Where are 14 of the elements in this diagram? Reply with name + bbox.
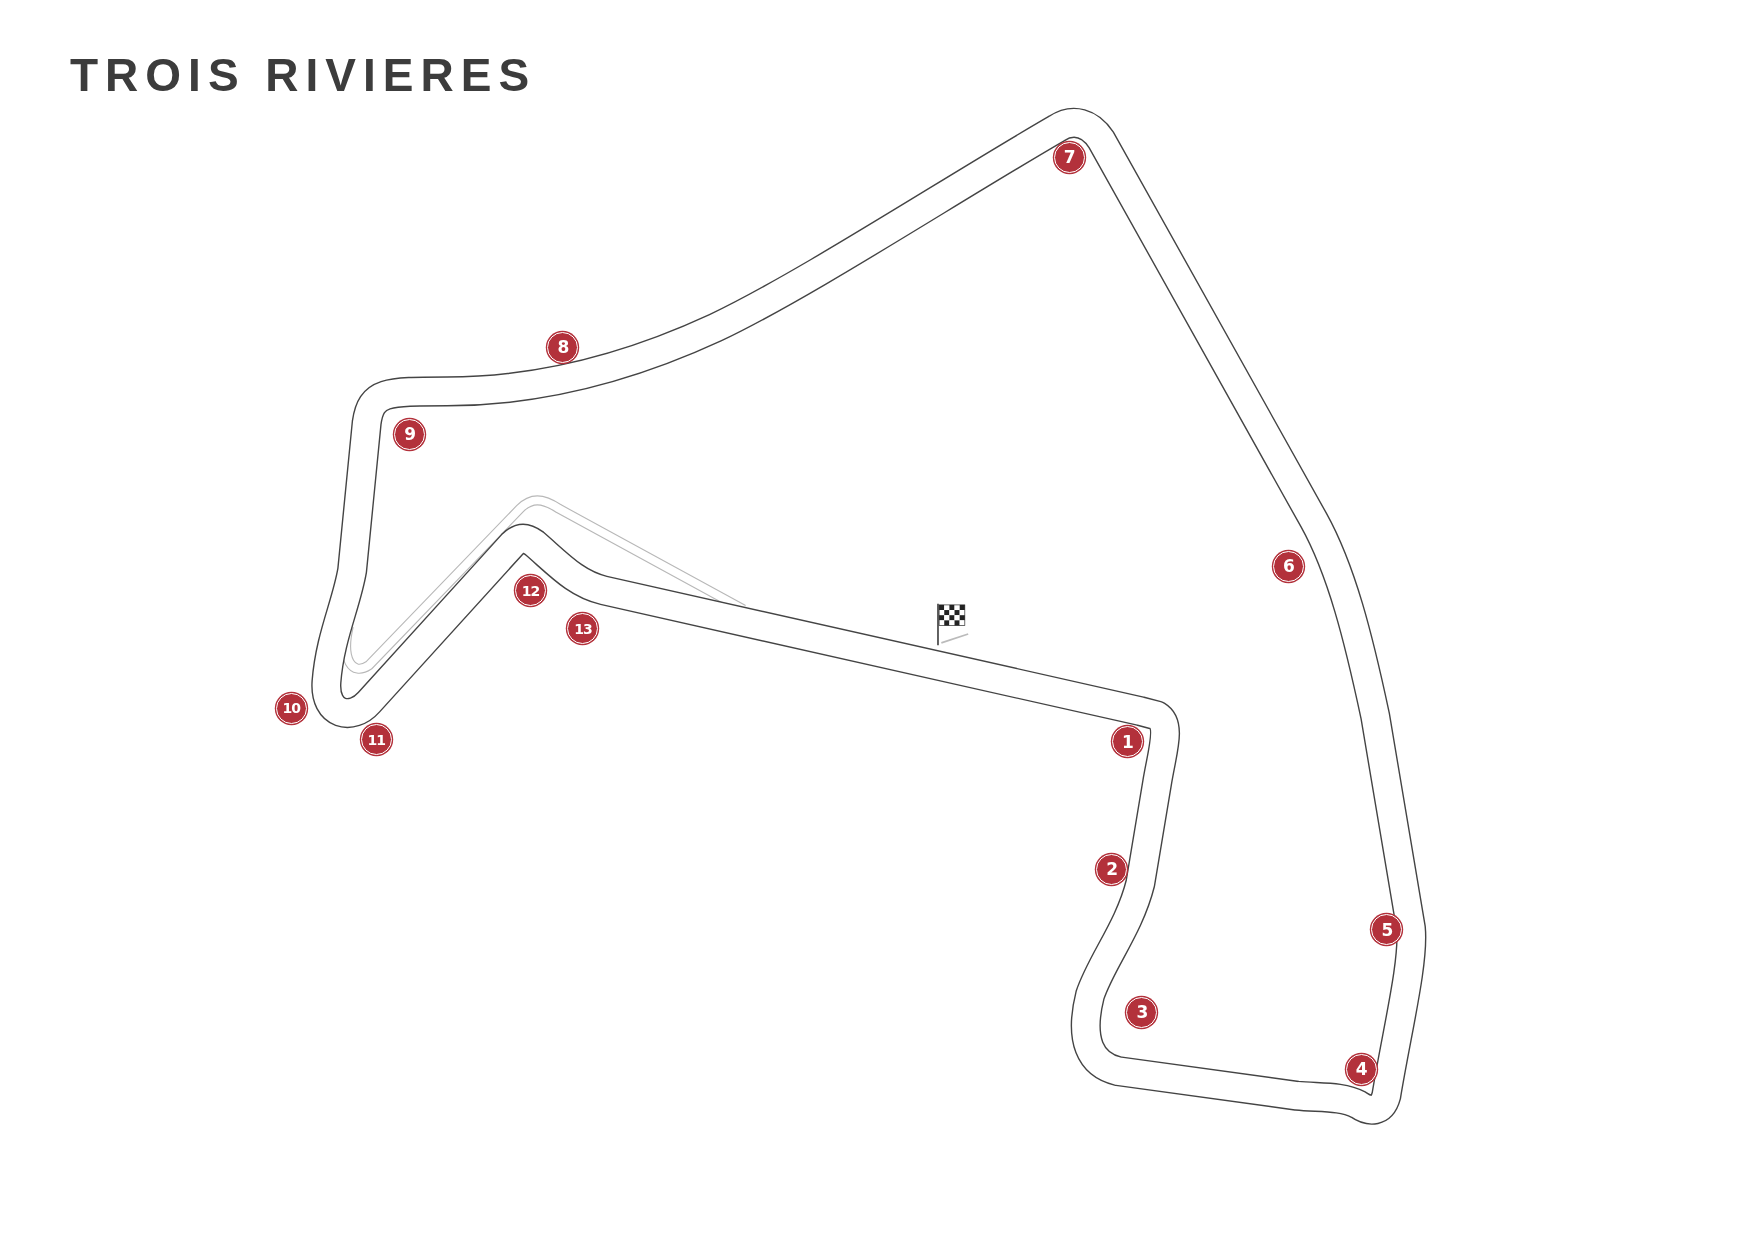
corner-number: 1 [1111,726,1143,758]
corner-number: 2 [1096,853,1128,885]
corner-number: 10 [275,692,307,724]
corner-number: 7 [1053,141,1085,173]
corner-number: 13 [567,613,599,645]
track-title: TROIS RIVIERES [70,48,537,102]
corner-number: 5 [1371,914,1403,946]
corner-number: 9 [394,418,426,450]
corner-number: 11 [360,724,392,756]
corner-number: 8 [547,331,579,363]
corner-number: 4 [1345,1053,1377,1085]
corner-number: 12 [514,575,546,607]
corner-number: 6 [1272,550,1304,582]
corner-number: 3 [1126,996,1158,1028]
